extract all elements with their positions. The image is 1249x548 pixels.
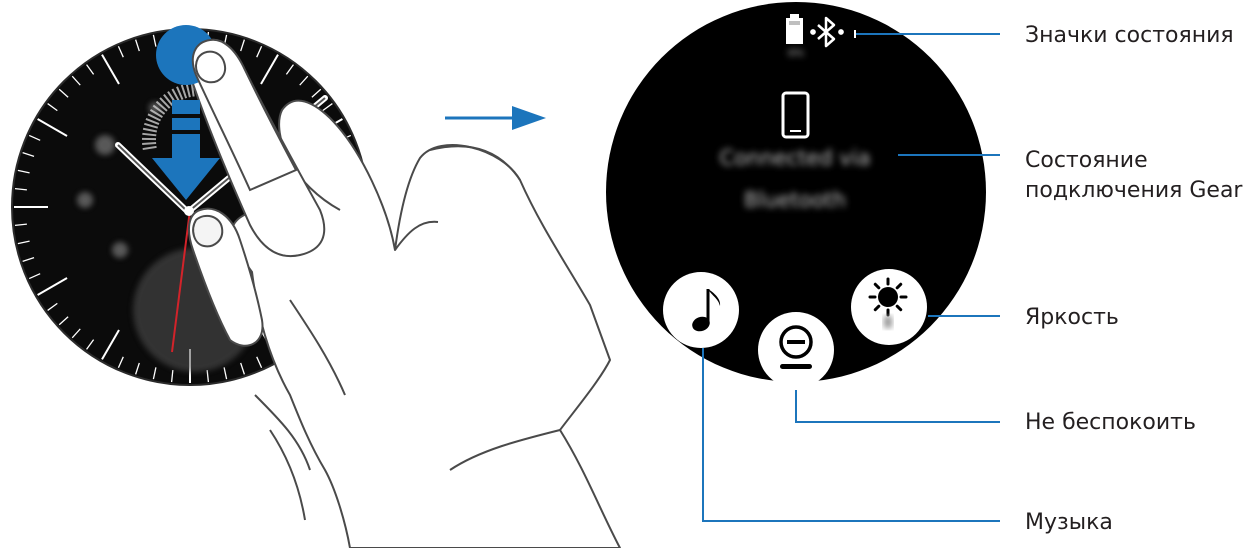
gauge-tick [149,108,163,118]
watch-minute-tick [71,328,81,339]
callout-line-music [702,348,1000,522]
watch-hour-tick [101,54,120,85]
gauge-tick [142,132,157,137]
phone-icon [781,91,810,139]
watch-minute-tick [256,45,263,58]
gauge-tick [142,142,157,146]
gauge-tick [147,113,161,122]
watch-minute-tick [311,88,322,98]
watch-minute-tick [22,257,35,263]
connection-status-line1: Connected via [719,146,871,170]
watch-hour-tick [101,329,120,360]
watch-minute-tick [170,370,174,383]
gauge-tick [155,100,168,112]
brightness-icon [868,277,908,328]
watch-minute-tick [14,223,27,227]
minus-circle-icon [779,325,813,369]
gear-quick-panel [606,2,986,388]
watch-minute-tick [240,39,246,52]
watch-minute-tick [285,64,294,75]
callout-brightness: Яркость [1025,305,1119,330]
watch-minute-tick [86,339,95,350]
watch-minute-tick [134,39,140,52]
watch-minute-tick [322,103,333,112]
finger-tip [191,38,298,192]
watch-minute-tick [17,169,30,174]
sun-ray [873,304,881,312]
watch-second-hand [171,209,191,353]
callout-dividers [854,30,856,38]
watch-minute-tick [28,273,41,280]
watch-minute-tick [134,362,140,375]
gauge-tick [144,122,159,129]
watch-minute-tick [299,75,309,86]
watch-minute-tick [22,151,35,157]
callout-music: Музыка [1025,510,1113,535]
battery-percent-text: 6% [788,48,804,59]
watch-minute-tick [152,34,157,47]
callout-line-dnd [795,390,1000,423]
sun-ray [895,282,903,290]
gauge-tick [190,82,195,97]
sun-ray [895,304,903,312]
music-note-icon [692,289,721,332]
music-button[interactable] [663,272,739,348]
gauge-tick [142,145,157,151]
watch-minute-tick [86,64,95,75]
callout-status-icons: Значки состояния [1025,23,1234,48]
callout-dnd: Не беспокоить [1025,410,1196,435]
gauge-tick [159,97,171,109]
watch-minute-tick [117,45,124,58]
battery-icon [786,14,803,44]
callout-lines [702,33,1000,522]
gauge-tick [142,127,158,133]
gauge-tick [180,84,188,99]
gauge-tick [171,88,180,102]
watch-minute-tick [14,187,27,191]
callout-connection-state-line1: Состояние [1025,148,1148,173]
watch-minute-tick [17,240,30,245]
watch-hour-tick [37,277,68,296]
watch-hour-tick [37,118,68,137]
watch-hour-tick [260,54,279,85]
connection-status-line2: Bluetooth [744,188,846,212]
watch-minute-tick [240,362,246,375]
bluetooth-icon [810,16,844,48]
watch-minute-tick [58,88,69,98]
watch-minute-tick [47,302,58,311]
sun-ray [873,282,881,290]
watch-minute-tick [58,316,69,326]
gauge-tick [185,83,191,98]
watch-minute-tick [71,75,81,86]
watch-minute-tick [117,356,124,369]
brightness-button[interactable] [851,269,927,345]
callout-connection-state-line2: подключения Gear [1025,178,1243,203]
watch-minute-tick [152,367,157,380]
gauge-tick [176,86,184,101]
dnd-button[interactable] [758,312,834,388]
gauge-tick [152,104,166,115]
watch-minute-tick [28,134,41,141]
gauge-tick [163,93,174,107]
gauge-tick [145,118,160,125]
watch-minute-tick [206,370,210,383]
arrow-right-icon [445,106,546,130]
watch-minute-tick [223,367,228,380]
watch-minute-tick [47,103,58,112]
watch-minute-tick [256,356,263,369]
